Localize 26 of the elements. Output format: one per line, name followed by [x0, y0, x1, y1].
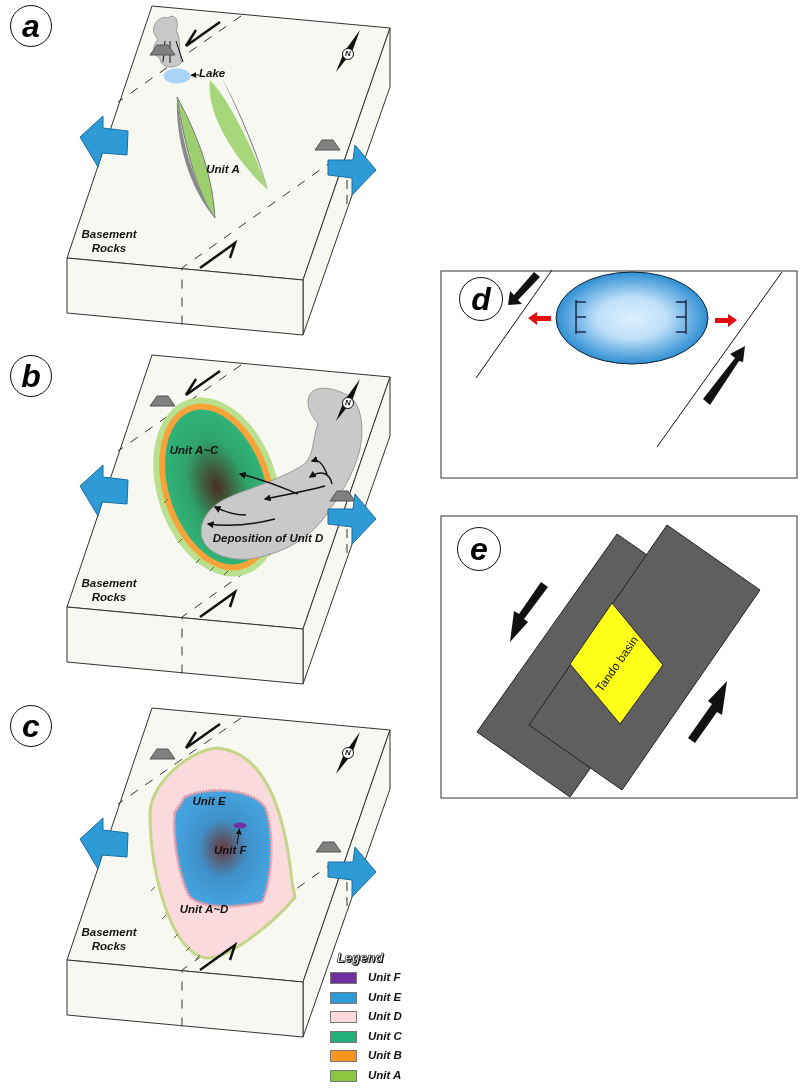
callout-label: Unit F [214, 844, 258, 858]
legend-label: Unit C [368, 1029, 402, 1043]
unit-label: Unit A~C [168, 444, 220, 458]
legend-label: Unit B [368, 1049, 402, 1063]
legend-label: Unit F [368, 971, 401, 985]
panel-letter: b [10, 355, 52, 397]
panel-letter: c [10, 705, 52, 747]
unit-label: Basement Rocks [80, 577, 138, 605]
panel-letter: a [10, 5, 52, 47]
panel-letter: d [459, 277, 503, 321]
panel-letter: e [457, 527, 501, 571]
unit-label: Unit A [205, 163, 241, 177]
legend-label: Unit D [368, 1010, 402, 1024]
unit-label: Basement Rocks [80, 228, 138, 256]
leader-arrow [190, 72, 200, 78]
lake-shape [163, 68, 191, 84]
unit-label: Deposition of Unit D [211, 532, 325, 546]
legend-title: Legend [335, 950, 386, 966]
unit-label: Basement Rocks [80, 926, 138, 954]
unit-outcrop [233, 822, 247, 829]
legend-label: Unit E [368, 990, 402, 1004]
unit-label: Unit A~D [178, 903, 230, 917]
leader-arrow [235, 828, 242, 845]
legend-label: Unit A [368, 1069, 402, 1083]
callout-label: Lake [199, 67, 231, 81]
unit-label: Unit E [191, 795, 227, 809]
